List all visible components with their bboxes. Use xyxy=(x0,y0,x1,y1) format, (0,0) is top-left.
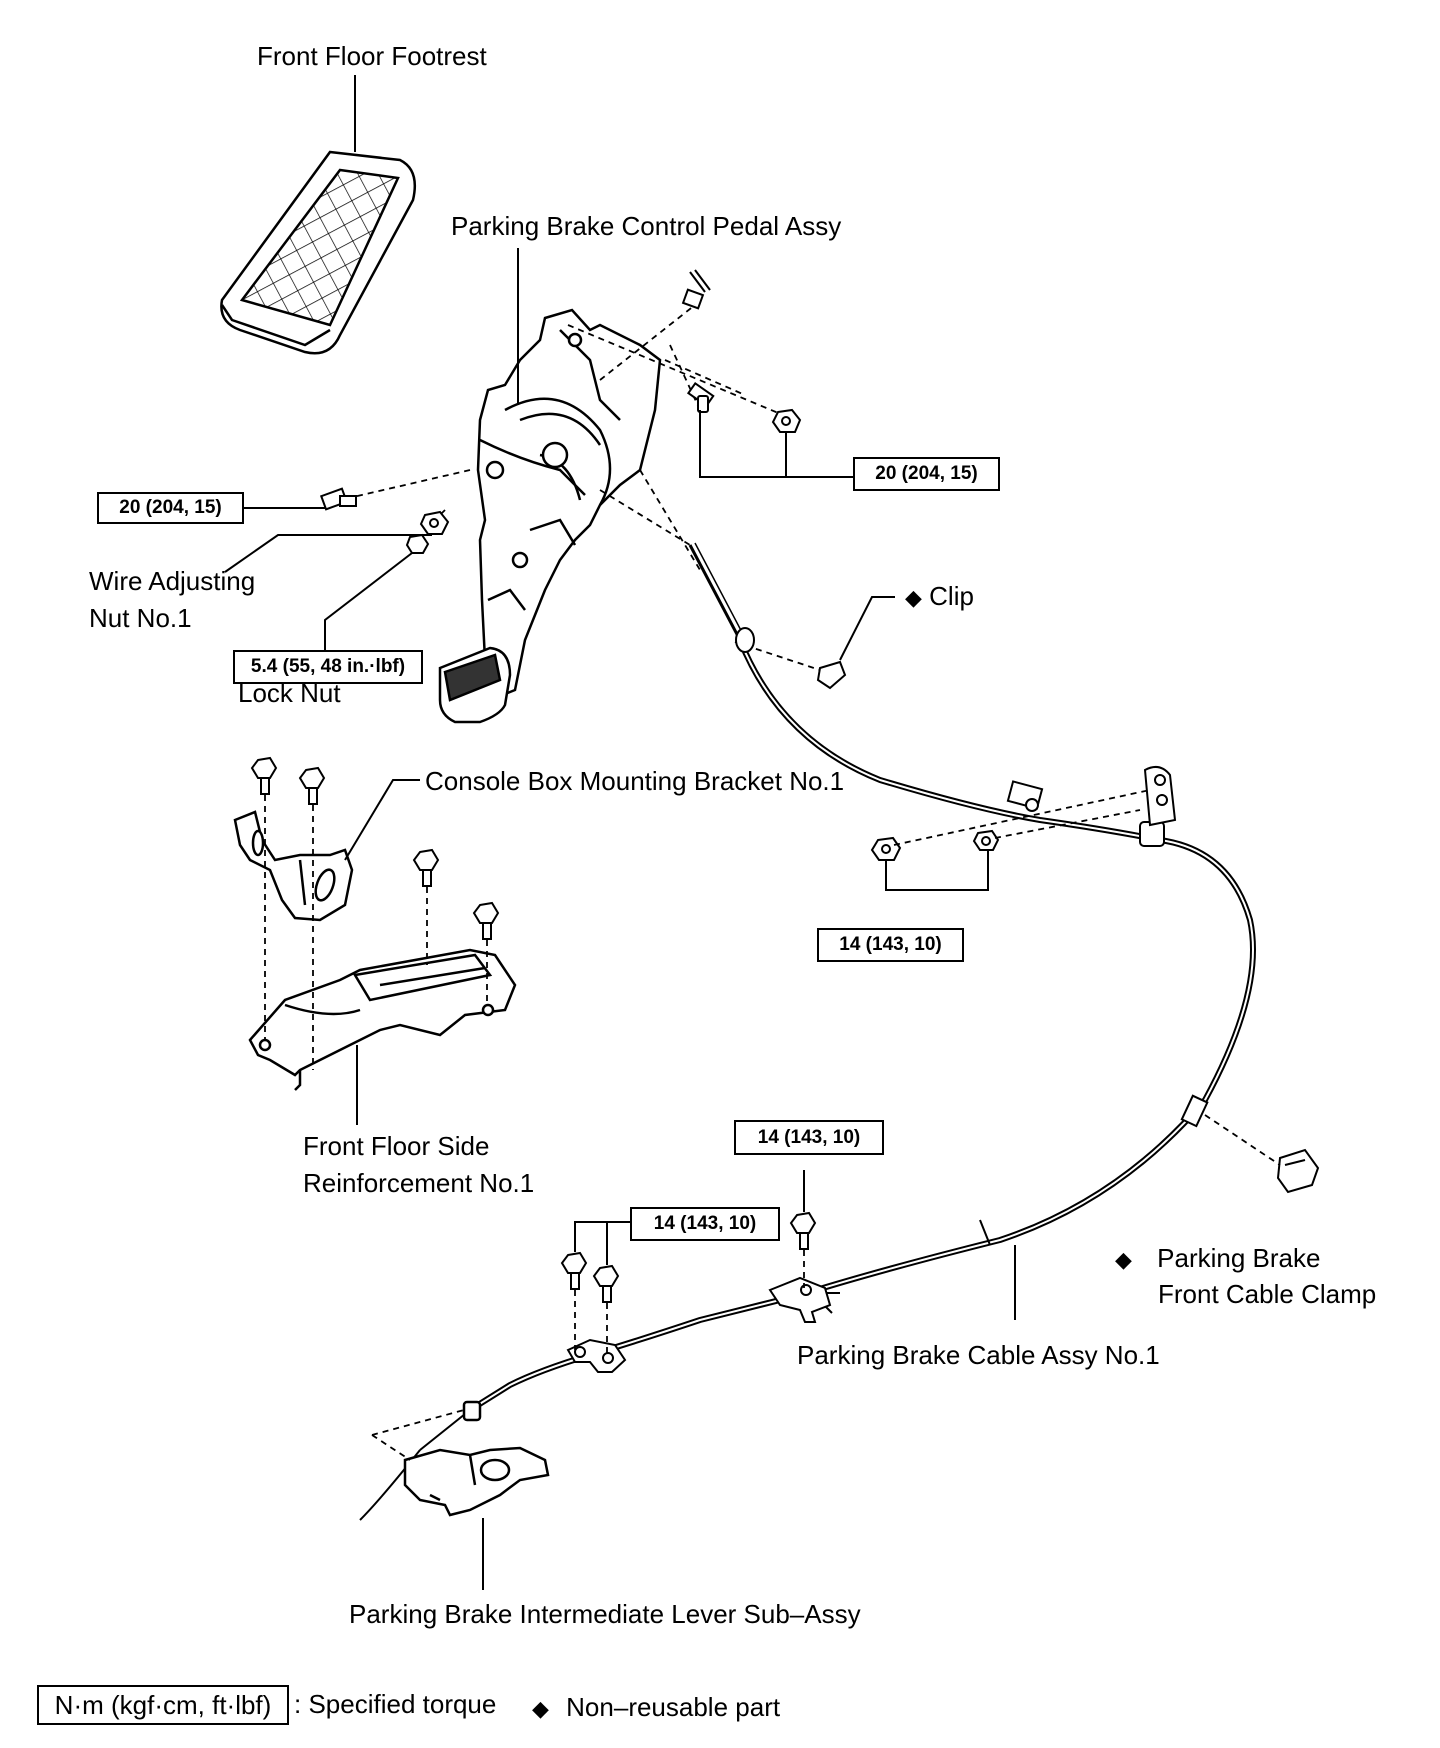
label-lock-nut: Lock Nut xyxy=(238,678,341,708)
legend-specified-torque: : Specified torque xyxy=(294,1689,497,1719)
legend-unit-box: N·m (kgf·cm, ft·lbf) xyxy=(37,1685,289,1725)
console-bracket-drawing xyxy=(233,810,354,922)
label-front-floor-footrest: Front Floor Footrest xyxy=(257,41,487,71)
torque-lower-bolt-right: 14 (143, 10) xyxy=(734,1120,884,1155)
label-front-cable-clamp: ◆ Parking Brake xyxy=(1115,1240,1320,1278)
legend-non-reusable-text: Non–reusable part xyxy=(566,1692,781,1722)
front-cable-clamp-part xyxy=(1276,1148,1320,1194)
lower-bolt-right xyxy=(789,1211,817,1250)
label-floor-reinf-2: Reinforcement No.1 xyxy=(303,1168,535,1198)
intermediate-lever-drawing xyxy=(403,1400,550,1517)
torque-cable-nuts: 14 (143, 10) xyxy=(817,928,964,962)
pedal-bolt-right xyxy=(686,381,715,413)
lock-nut-part xyxy=(405,533,430,554)
cable-nut-right xyxy=(972,829,1000,851)
label-intermediate-lever: Parking Brake Intermediate Lever Sub–Ass… xyxy=(349,1599,861,1629)
torque-lock-nut: 5.4 (55, 48 in.·lbf) xyxy=(233,650,423,684)
label-floor-reinf-1: Front Floor Side xyxy=(303,1131,490,1161)
label-wire-adjusting-2: Nut No.1 xyxy=(89,603,192,633)
cable-ferrule xyxy=(1180,1094,1209,1128)
footrest-drawing xyxy=(220,150,417,355)
legend-non-reusable: ◆ Non–reusable part xyxy=(532,1689,780,1727)
reinf-bolt-1 xyxy=(412,848,440,887)
lower-bracket-left xyxy=(566,1338,627,1373)
reinforcement-drawing xyxy=(248,948,517,1091)
clip-part xyxy=(816,660,847,690)
torque-lower-bolts-left: 14 (143, 10) xyxy=(630,1207,780,1241)
wire-adjusting-nut xyxy=(419,510,450,535)
label-clip-text: Clip xyxy=(929,581,974,611)
lower-bolt-left-2 xyxy=(592,1264,620,1303)
cable-grommet xyxy=(735,627,755,653)
lower-bracket-right xyxy=(768,1276,832,1323)
non-reusable-diamond-icon: ◆ xyxy=(532,1696,549,1721)
bracket-bolt-2 xyxy=(298,766,326,805)
cable-nut-left xyxy=(870,836,902,861)
reinf-bolt-2 xyxy=(472,901,500,940)
torque-pedal-top-right: 20 (204, 15) xyxy=(853,457,1000,491)
label-front-cable-clamp-text: Parking Brake xyxy=(1157,1243,1321,1273)
pedal-bolt-left xyxy=(319,487,357,511)
non-reusable-diamond-icon: ◆ xyxy=(905,585,922,610)
label-pedal-assy: Parking Brake Control Pedal Assy xyxy=(451,211,842,241)
label-wire-adjusting-1: Wire Adjusting xyxy=(89,566,256,596)
label-clip: ◆ Clip xyxy=(905,578,974,616)
torque-pedal-left: 20 (204, 15) xyxy=(97,492,244,524)
label-front-cable-clamp-2: Front Cable Clamp xyxy=(1158,1279,1377,1309)
cable-bracket-upper xyxy=(1006,780,1044,812)
cable-bracket-joint xyxy=(1139,765,1177,847)
label-console-bracket: Console Box Mounting Bracket No.1 xyxy=(425,766,845,796)
pedal-nut-right xyxy=(771,408,802,433)
bracket-bolt-1 xyxy=(250,756,278,795)
label-cable-assy: Parking Brake Cable Assy No.1 xyxy=(797,1340,1160,1370)
pedal-assy-drawing xyxy=(438,308,662,724)
cable-end-fitting xyxy=(681,269,711,310)
non-reusable-diamond-icon: ◆ xyxy=(1115,1247,1132,1272)
lower-bolt-left-1 xyxy=(560,1251,588,1290)
